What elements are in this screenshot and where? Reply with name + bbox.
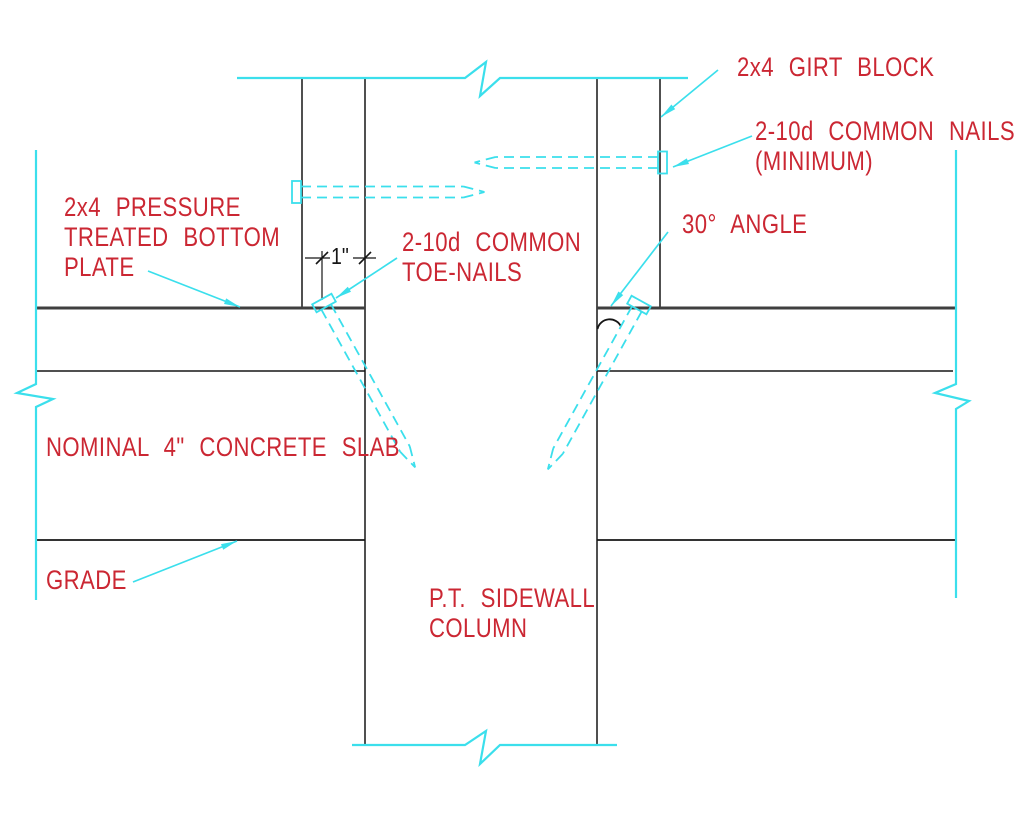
common-nails-arrow xyxy=(673,158,689,167)
break-line-right xyxy=(931,150,972,598)
label-girt-block: 2x4 GIRT BLOCK xyxy=(737,52,935,82)
girt-nail-right xyxy=(473,150,668,175)
label-bottom-plate-line1: 2x4 PRESSURE xyxy=(64,192,241,222)
toe-nail-right xyxy=(537,294,652,476)
label-concrete-slab: NOMINAL 4" CONCRETE SLAB xyxy=(46,432,400,462)
bottom-plate-arrow xyxy=(224,298,240,307)
label-bottom-plate-line2: TREATED BOTTOM xyxy=(64,222,281,252)
label-toe-nails-line1: 2-10d COMMON xyxy=(402,227,582,257)
label-grade: GRADE xyxy=(46,565,127,595)
nails xyxy=(291,150,668,476)
break-line-left xyxy=(13,150,57,600)
label-common-nails-line1: 2-10d COMMON NAILS xyxy=(755,116,1016,146)
label-bottom-plate-line3: PLATE xyxy=(64,252,135,282)
label-dimension-1in: 1" xyxy=(331,243,349,269)
leader-arrowheads xyxy=(221,104,689,550)
bottom-plate-leader-line xyxy=(147,270,241,308)
toe-nails-arrow xyxy=(336,286,351,298)
label-angle: 30° ANGLE xyxy=(682,209,808,239)
label-toe-nails-line2: TOE-NAILS xyxy=(402,257,523,287)
grade-arrow xyxy=(221,541,237,550)
break-line-bottom xyxy=(352,728,617,768)
girt-nail-left xyxy=(291,180,486,204)
dim-tick-right xyxy=(358,251,372,265)
label-common-nails-line2: (MINIMUM) xyxy=(755,146,874,176)
angle-arc xyxy=(596,318,622,330)
break-lines xyxy=(13,59,972,768)
dim-tick-left xyxy=(315,251,329,265)
break-line-top xyxy=(237,59,688,99)
structure-lines xyxy=(36,78,955,745)
girt-block-arrow xyxy=(661,104,676,117)
leader-lines xyxy=(132,69,753,583)
label-column-line1: P.T. SIDEWALL xyxy=(429,583,596,613)
grade-leader-line xyxy=(132,540,238,583)
dimension-1in xyxy=(305,251,376,300)
angle-arrow xyxy=(611,291,624,306)
label-column-line2: COLUMN xyxy=(429,613,528,643)
